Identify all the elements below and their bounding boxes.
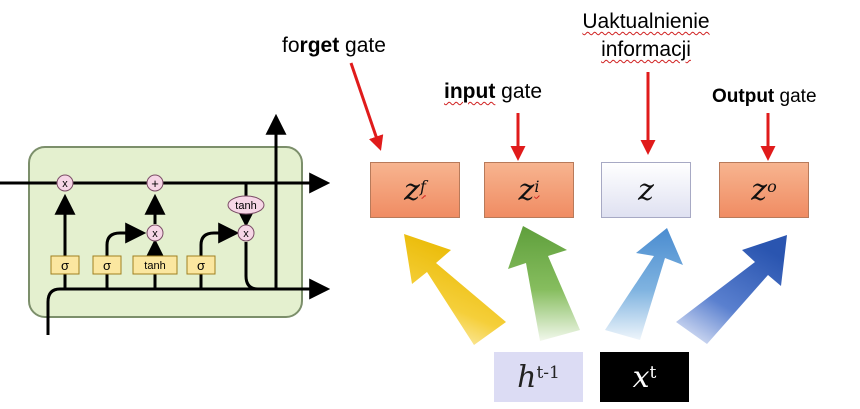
- input-multiply-op: [146, 224, 164, 242]
- cell-tanh-label: tanh: [235, 200, 256, 212]
- input-gate-symbol: z: [518, 172, 535, 208]
- big-arrow-output: [676, 235, 787, 344]
- update-box: z: [601, 162, 691, 218]
- forget-word: forget: [282, 34, 339, 57]
- output-path: [199, 222, 240, 258]
- input-multiply-label: x: [152, 228, 158, 240]
- output-gate-label: Output gate: [712, 86, 817, 108]
- sigma-label-input: σ: [103, 258, 111, 273]
- mult-out-path: [244, 242, 259, 291]
- forget-multiply-label: x: [62, 178, 68, 190]
- output-multiply-op: [237, 224, 255, 242]
- add-label: +: [151, 176, 159, 191]
- input-word: input: [444, 80, 496, 103]
- output-gate-sup: o: [767, 176, 777, 196]
- forget-multiply-op: [56, 174, 74, 192]
- output-gate-symbol: z: [751, 172, 768, 208]
- tanh-label: tanh: [144, 260, 165, 272]
- output-gate-word: gate: [779, 86, 817, 107]
- forget-gate-symbol: z: [404, 172, 420, 208]
- forget-part-1: fo: [282, 34, 300, 57]
- input-gate-word: gate: [501, 80, 543, 103]
- red-arrow-forget: [349, 62, 384, 151]
- update-line-2: informacji: [601, 38, 691, 61]
- big-arrow-forget: [404, 234, 506, 345]
- cell-tanh-op: [227, 195, 265, 215]
- forget-gate-label: forget gate: [282, 34, 386, 58]
- sigma-label-forget: σ: [61, 258, 69, 273]
- cell-body: [28, 146, 303, 318]
- input-gate-label: input gate: [444, 80, 542, 104]
- sigma-label-output: σ: [197, 258, 205, 273]
- update-line-1: Uaktualnienie: [582, 10, 710, 33]
- hidden-state-sup: t-1: [536, 363, 560, 383]
- forget-gate-sup: f: [419, 176, 426, 196]
- hidden-state-symbol: h: [517, 359, 537, 395]
- tanh-box: [132, 255, 178, 275]
- update-label: Uaktualnienie informacji: [563, 8, 729, 64]
- input-gate-sup: i: [534, 176, 540, 196]
- sigma-box-input: [92, 255, 122, 275]
- forget-part-rest: get: [307, 34, 340, 57]
- big-arrow-input: [508, 226, 580, 341]
- input-path: [105, 222, 147, 258]
- sigma-box-output: [186, 255, 216, 275]
- sigma-box-forget: [50, 255, 80, 275]
- output-word: Output: [712, 86, 775, 107]
- add-op: [146, 174, 164, 192]
- output-multiply-label: x: [243, 228, 249, 240]
- input-line: [46, 287, 246, 335]
- input-x-symbol: x: [632, 359, 650, 395]
- forget-gate-word: gate: [345, 34, 386, 57]
- lstm-cell: σ σ tanh σ x + x x tanh: [0, 113, 331, 335]
- forget-part-bold: r: [299, 34, 308, 57]
- input-x-sup: t: [649, 363, 657, 383]
- big-arrow-update: [605, 228, 683, 340]
- update-symbol: z: [638, 172, 654, 208]
